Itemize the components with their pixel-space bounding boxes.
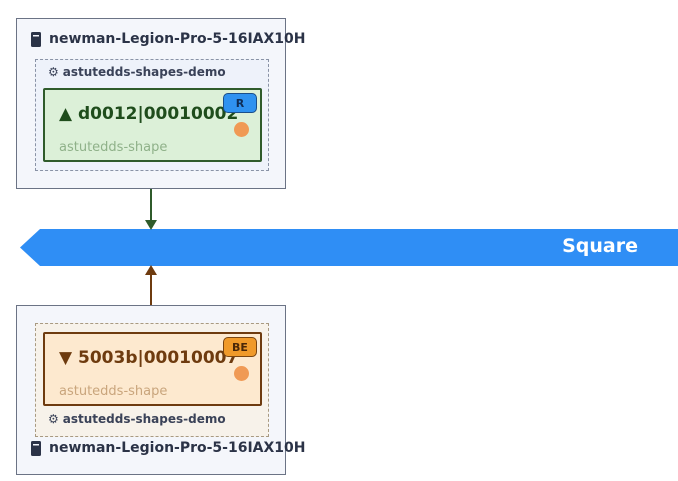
writer-hostname: newman-Legion-Pro-5-16IAX10H [49, 31, 306, 47]
reader-process-box[interactable]: ▼ 5003b|00010007 BE astutedds-shape ⚙ as… [35, 323, 269, 437]
writer-entity-type: astutedds-shape [59, 140, 168, 155]
reader-host-box[interactable]: ▼ 5003b|00010007 BE astutedds-shape ⚙ as… [16, 305, 306, 475]
writer-entity[interactable]: ▲ d0012|00010002 R astutedds-shape [43, 88, 262, 162]
reader-entity-name: ▼ 5003b|00010007 [59, 348, 238, 368]
best-effort-badge: BE [223, 337, 257, 357]
writer-host-box[interactable]: newman-Legion-Pro-5-16IAX10H ⚙ astutedds… [16, 18, 306, 189]
gear-icon: ⚙ [48, 65, 59, 79]
topic-label: Square [562, 235, 638, 257]
reliable-badge: R [223, 93, 257, 113]
reader-process-title: ⚙ astutedds-shapes-demo [48, 412, 226, 426]
writer-arrowhead [145, 220, 157, 230]
writer-host-title: newman-Legion-Pro-5-16IAX10H [31, 31, 306, 47]
triangle-up-icon: ▲ [59, 104, 73, 124]
server-icon [31, 440, 41, 456]
writer-process-name: astutedds-shapes-demo [62, 65, 226, 79]
writer-entity-name: ▲ d0012|00010002 [59, 104, 238, 124]
server-icon [31, 31, 41, 47]
reader-entity[interactable]: ▼ 5003b|00010007 BE astutedds-shape [43, 332, 262, 406]
triangle-down-icon: ▼ [59, 348, 73, 368]
topic-banner[interactable] [20, 229, 678, 266]
reader-process-name: astutedds-shapes-demo [62, 412, 226, 426]
writer-process-box[interactable]: ⚙ astutedds-shapes-demo ▲ d0012|00010002… [35, 59, 269, 171]
gear-icon: ⚙ [48, 412, 59, 426]
reader-entity-guid: 5003b|00010007 [78, 348, 239, 368]
status-dot [234, 366, 249, 381]
writer-entity-guid: d0012|00010002 [78, 104, 239, 124]
reader-entity-type: astutedds-shape [59, 384, 168, 399]
reader-arrowhead [145, 265, 157, 275]
writer-process-title: ⚙ astutedds-shapes-demo [48, 65, 226, 79]
reader-host-title: newman-Legion-Pro-5-16IAX10H [31, 440, 306, 456]
reader-hostname: newman-Legion-Pro-5-16IAX10H [49, 440, 306, 456]
status-dot [234, 122, 249, 137]
